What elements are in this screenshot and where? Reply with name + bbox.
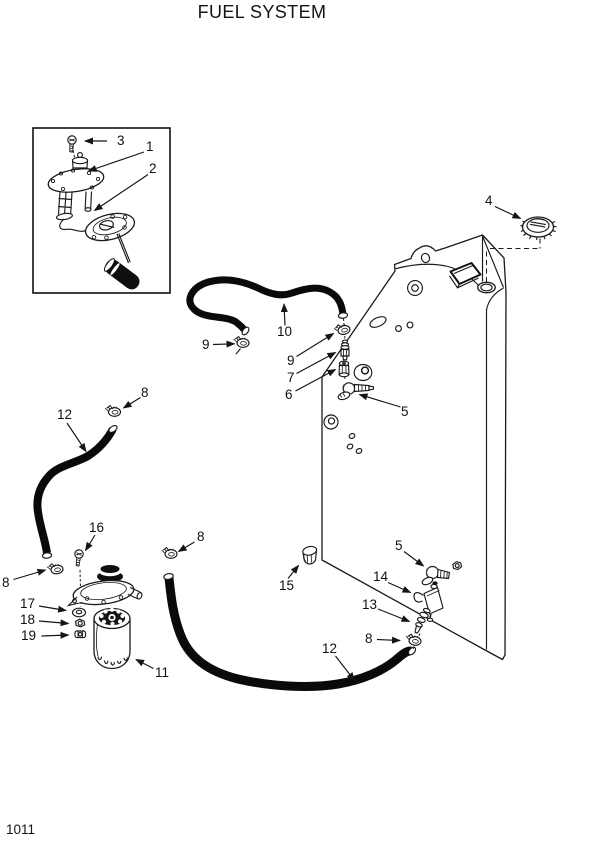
callout-8-clamp-lower: 8 [365, 631, 373, 646]
callout-7-fitting: 7 [287, 370, 295, 385]
nut-18 [74, 618, 86, 628]
elbow-5-lower [421, 561, 463, 586]
fitting-7 [340, 339, 350, 361]
fitting-6 [338, 360, 350, 378]
callout-17-washer: 17 [20, 596, 36, 611]
callout-9-clamp-right: 9 [287, 353, 295, 368]
washer-17 [71, 607, 87, 618]
float-assembly [84, 212, 140, 290]
callout-13-fitting: 13 [362, 597, 378, 612]
callout-10-hose: 10 [277, 324, 293, 339]
callout-arrows [13, 137, 522, 682]
clamp-8-mid [161, 547, 178, 559]
callout-8-clamp-top: 8 [141, 385, 149, 400]
hose-12-lower [164, 577, 412, 691]
callout-8-clamp-left: 8 [2, 575, 10, 590]
hose-10 [186, 276, 347, 334]
callout-12-hose-upper: 12 [57, 407, 73, 422]
sender-inset-box [32, 127, 171, 294]
callout-18-nut: 18 [20, 612, 36, 627]
hose-12-upper [33, 427, 117, 554]
fitting-13 [414, 607, 431, 634]
callout-16-screw: 16 [89, 520, 105, 535]
sender-inset [32, 127, 171, 294]
fuel-tank [321, 234, 507, 661]
nut-19 [74, 630, 87, 639]
elbow-5-top [337, 382, 375, 401]
page-title: FUEL SYSTEM [197, 2, 327, 22]
screw-3 [66, 134, 78, 153]
fuel-cock-14 [413, 581, 444, 622]
callout-2-float-flange: 2 [149, 161, 157, 176]
callout-14-fuel-cock: 14 [373, 569, 389, 584]
float [103, 258, 140, 290]
callout-5-elbow-lower: 5 [395, 538, 403, 553]
clamp-8-left [46, 561, 65, 576]
filter-head [66, 565, 143, 607]
callout-5-elbow-top: 5 [401, 404, 409, 419]
callout-9-clamp-left: 9 [202, 337, 210, 352]
plug-15 [302, 545, 318, 565]
callout-3-screw: 3 [117, 133, 125, 148]
clamp-8-top [104, 405, 122, 417]
callout-12-hose-lower: 12 [322, 641, 338, 656]
callout-4-fuel-cap: 4 [485, 193, 493, 208]
callout-8-clamp-mid: 8 [197, 529, 205, 544]
tank-plate [449, 262, 482, 285]
callout-15-plug: 15 [279, 578, 295, 593]
clamp-9-left [233, 336, 250, 348]
page-number: 1011 [6, 822, 36, 837]
clamp-9-right [332, 321, 352, 337]
callout-19-nut: 19 [21, 628, 37, 643]
fuel-sender-assembly [47, 152, 105, 232]
fuel-cap [520, 216, 557, 241]
callout-1-fuel-sender: 1 [146, 139, 154, 154]
fuel-filter-11 [93, 607, 131, 670]
screw-16 [72, 548, 85, 567]
callout-6-fitting: 6 [285, 387, 293, 402]
callout-11-fuel-filter: 11 [155, 665, 170, 680]
